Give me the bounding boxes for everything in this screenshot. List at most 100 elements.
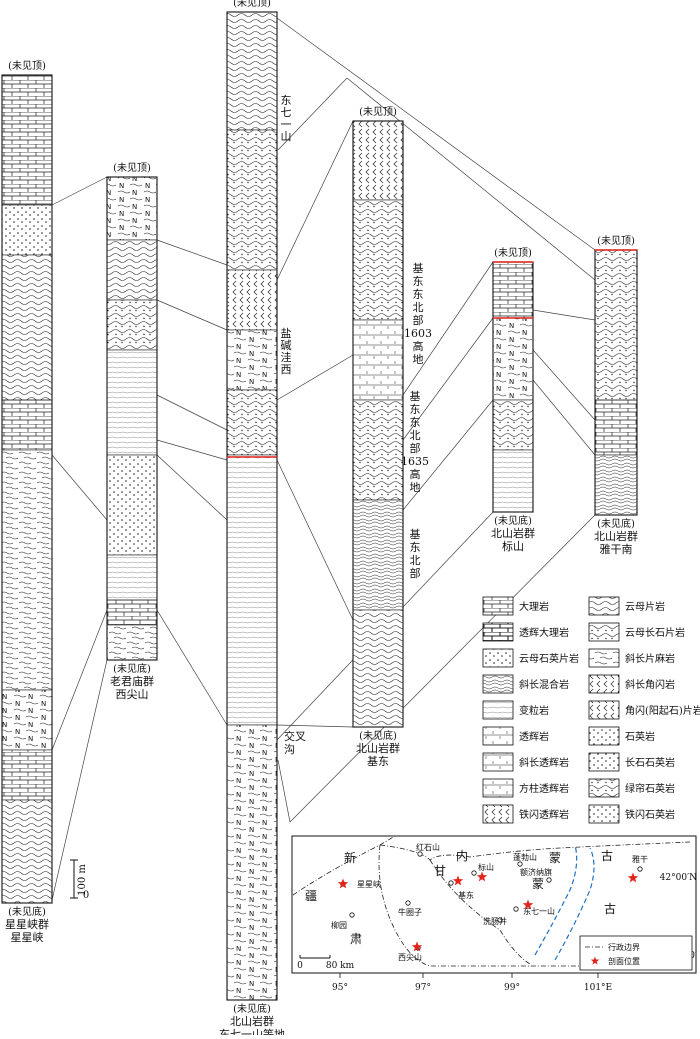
svg-text:基: 基 [410, 390, 421, 403]
correlation-line [289, 514, 596, 823]
correlation-line [51, 454, 108, 521]
correlation-line [156, 609, 228, 726]
svg-text:部: 部 [413, 313, 424, 327]
vertical-scale-bar: 100 m0 [70, 859, 89, 901]
section-location-star [337, 878, 349, 889]
correlation-line [156, 299, 228, 331]
legend-swatch [482, 778, 514, 798]
lithology-layer [1, 204, 53, 256]
map-place-name: 标山 [478, 862, 494, 872]
lithology-legend: 大理岩云母片岩透辉大理岩云母长石片岩云母石英片岩斜长片麻岩斜长混合岩斜长角闪岩变… [482, 596, 700, 824]
legend-label: 斜长片麻岩 [625, 652, 675, 665]
lithology-layer [352, 399, 404, 501]
map-town-marker [546, 877, 552, 883]
correlation-line [276, 459, 354, 621]
svg-text:部: 部 [410, 441, 421, 455]
lithology-layer [106, 454, 158, 556]
column-bottom-label: (未见底) [494, 514, 532, 527]
lithology-layer [226, 129, 278, 271]
column-group-label: 北山岩群 [356, 741, 400, 755]
column-frame [352, 120, 404, 728]
legend-label: 角闪(阳起石)片岩 [625, 704, 700, 717]
map-town-marker [517, 861, 523, 867]
legend-label: 铁闪石英岩 [625, 808, 675, 821]
legend-label: 云母长石片岩 [625, 626, 685, 639]
legend-swatch [588, 804, 620, 824]
map-longitude-label: 97° [415, 983, 431, 993]
legend-label: 斜长透辉岩 [519, 756, 569, 769]
svg-text:东: 东 [410, 403, 421, 416]
lithology-layer [1, 399, 53, 451]
legend-swatch [482, 726, 514, 746]
legend-label: 透辉大理岩 [519, 626, 569, 639]
map-region-name: 古 [601, 848, 613, 863]
map-place-name: 额济纳旗 [520, 867, 552, 877]
column-yaganan [594, 249, 638, 516]
map-latitude-top: 42°00′N [660, 873, 697, 883]
correlation-line [51, 609, 108, 751]
section-location-star [411, 941, 423, 952]
column-place-label: 基东 [367, 755, 389, 768]
svg-text:东: 东 [410, 541, 421, 554]
column-place-label: 东七一山等地 [219, 1027, 285, 1035]
column-frame [106, 176, 158, 661]
svg-text:碱: 碱 [281, 339, 292, 352]
column-group-label: 星星峡群 [5, 917, 49, 931]
legend-swatch [588, 596, 620, 616]
svg-text:东: 东 [413, 288, 424, 301]
legend-swatch [588, 622, 620, 642]
column-bottom-label: (未见底) [359, 729, 397, 742]
section-label-dongqiyishan: 东七一山 [281, 94, 292, 143]
column-xingxingxia [1, 74, 53, 904]
legend-swatch [482, 804, 514, 824]
map-region-name: 内 [456, 849, 468, 863]
legend-label: 长石石英岩 [625, 756, 675, 769]
river [534, 844, 578, 956]
map-town-marker [513, 906, 519, 912]
map-place-name: 红石山 [416, 842, 440, 852]
section-label-jiaochagou: 交叉 [284, 729, 306, 743]
svg-text:一: 一 [281, 118, 292, 131]
legend-label: 云母片岩 [625, 600, 665, 613]
column-top-label: (未见顶) [113, 162, 151, 174]
correlation-line [156, 394, 228, 431]
map-town-marker [497, 917, 503, 923]
svg-text:七: 七 [281, 106, 292, 119]
lithology-layer [352, 199, 404, 321]
svg-text:洼: 洼 [281, 350, 292, 364]
column-group-label: 老君庙群 [110, 674, 154, 688]
legend-swatch [482, 622, 514, 642]
column-bottom-label: (未见底) [8, 905, 46, 918]
column-xijianshan [106, 176, 158, 661]
legend-swatch [588, 726, 620, 746]
lithology-layer [106, 349, 158, 456]
lithology-layer [352, 609, 404, 728]
svg-text:山: 山 [281, 130, 292, 143]
legend-label: 绿帘石英岩 [625, 782, 675, 795]
legend-label: 大理岩 [519, 600, 549, 613]
map-longitude-label: 101°E [584, 983, 612, 993]
map-place-name: 雅干 [632, 854, 648, 864]
location-map: 新疆甘肃内蒙古蒙古红石山标山蓬勃山额济纳旗雅干星星峡基东柳园牛圈子东七一山洗肠井… [291, 835, 697, 993]
section-label-jiaochagou-2: 沟 [284, 743, 295, 756]
correlation-line [276, 17, 596, 251]
legend-swatch [588, 648, 620, 668]
lithology-layer [1, 74, 53, 206]
map-region-name: 疆 [305, 889, 317, 903]
svg-text:北: 北 [410, 429, 421, 442]
boundary-line [379, 841, 691, 861]
legend-swatch [588, 778, 620, 798]
scale-zero: 0 [83, 890, 89, 901]
svg-text:1635: 1635 [401, 455, 429, 468]
svg-text:高: 高 [413, 339, 424, 353]
lithology-layer [106, 176, 158, 241]
correlation-line [51, 176, 108, 206]
lithology-layer [226, 454, 278, 726]
correlation-line [402, 317, 494, 441]
column-place-label: 雅干南 [600, 542, 633, 556]
svg-text:东: 东 [281, 94, 292, 107]
